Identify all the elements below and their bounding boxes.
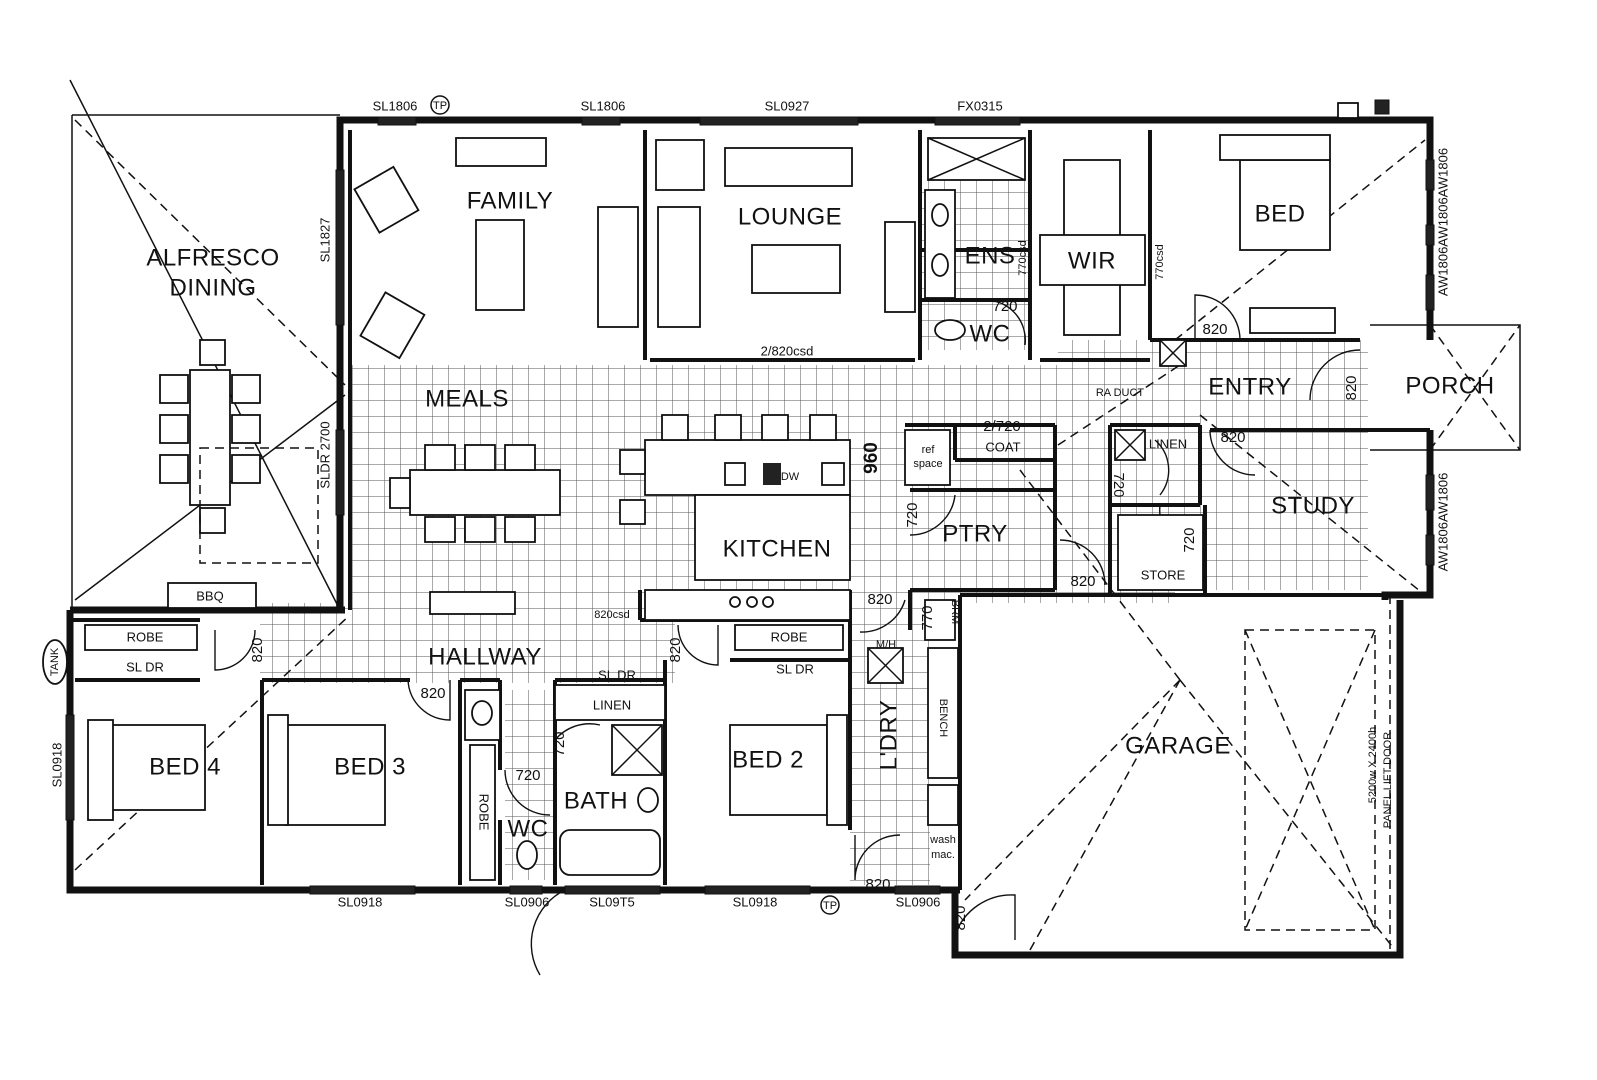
label-robe-bed3: ROBE: [477, 794, 492, 831]
dimension-label: 960: [861, 442, 882, 474]
window-code: FX0315: [957, 98, 1003, 113]
label-porch: PORCH: [1405, 372, 1494, 399]
label-ref-2: space: [913, 458, 942, 470]
dimension-label: 820: [249, 637, 266, 662]
label-ptry: PTRY: [942, 520, 1008, 547]
label-linen-hall: LINEN: [593, 697, 631, 712]
window-code: AW1806AW1806AW1806: [1435, 148, 1450, 296]
label-robe-bed2: ROBE: [771, 629, 808, 644]
dimension-label: 2/820csd: [761, 343, 814, 358]
label-store: STORE: [1141, 567, 1186, 582]
dimension-label: 820: [865, 876, 890, 893]
dimension-label: RA DUCT: [1096, 387, 1145, 399]
window-code: SL0918: [49, 743, 64, 788]
window-code: SL0918: [338, 894, 383, 909]
label-garage: GARAGE: [1125, 732, 1231, 759]
dimension-label: 820: [667, 637, 684, 662]
window-code: SL1806: [373, 98, 418, 113]
label-mh: M/H: [876, 639, 896, 651]
label-bed4: BED 4: [149, 753, 221, 780]
dimension-label: 5200w X 2400h: [1367, 727, 1379, 803]
label-entry: ENTRY: [1208, 373, 1291, 400]
window-code: AW1806AW1806: [1435, 473, 1450, 572]
window-code: SL1806: [581, 98, 626, 113]
dimension-label: 720: [551, 731, 568, 756]
dimension-label: 720: [515, 767, 540, 784]
label-wir: WIR: [1068, 247, 1116, 274]
label-coat: COAT: [985, 439, 1020, 454]
furniture: [42, 134, 1376, 931]
label-bed3: BED 3: [334, 753, 406, 780]
dimension-label: 770csd: [1017, 240, 1029, 275]
tp-marker: TP: [823, 900, 837, 912]
window-code: SL0918: [733, 894, 778, 909]
label-kitchen: KITCHEN: [723, 535, 832, 562]
dimension-label: 720: [1110, 472, 1127, 497]
label-linen-entry: LINEN: [1149, 436, 1187, 451]
label-ref-1: ref: [922, 444, 936, 456]
label-study: STUDY: [1271, 492, 1355, 519]
dimension-label: 720: [992, 298, 1017, 315]
room-labels: ALFRESCO DINING FAMILY LOUNGE ENS WC WIR…: [49, 187, 1494, 861]
dimension-label: 770: [919, 605, 936, 630]
dimension-label: PANEL LIFT DOOR: [1382, 732, 1394, 828]
label-family: FAMILY: [467, 187, 554, 214]
label-brm: BRM: [949, 600, 961, 624]
dimension-label: DW: [781, 471, 800, 483]
dimension-label: 770csd: [1154, 244, 1166, 279]
window-code: SL09T5: [589, 894, 635, 909]
dimension-label: 820: [1202, 321, 1227, 338]
label-wash-1: wash: [929, 834, 956, 846]
interior-walls: [70, 130, 1430, 890]
label-hallway: HALLWAY: [428, 643, 542, 670]
window-code: SL0906: [505, 894, 550, 909]
dimension-label: 820: [420, 685, 445, 702]
label-ens: ENS: [965, 242, 1016, 269]
window-code: SL0906: [896, 894, 941, 909]
dimension-notes: 2/820csd 770csd 770csd 720 820 820 RA DU…: [126, 240, 1394, 930]
dimension-label: 720: [904, 502, 921, 527]
dimension-label: 820: [1220, 429, 1245, 446]
dimension-label: 820: [1070, 573, 1095, 590]
label-bbq: BBQ: [196, 588, 223, 603]
window-code: SL1827: [317, 218, 332, 263]
label-bed: BED: [1255, 200, 1306, 227]
dimension-label: 820: [1343, 375, 1360, 400]
window-code: SL0927: [765, 98, 810, 113]
label-bench: BENCH: [937, 699, 949, 738]
label-bed2: BED 2: [732, 746, 804, 773]
label-lounge: LOUNGE: [738, 203, 842, 230]
dimension-label: 820: [867, 591, 892, 608]
dimension-label: 2/720: [983, 418, 1021, 435]
dimension-label: 720: [1181, 527, 1198, 552]
label-alfresco: ALFRESCO: [146, 244, 279, 271]
window-codes: SL1806 TP SL1806 SL0927 FX0315 SL1827 SL…: [49, 95, 1450, 915]
label-wc-ens: WC: [970, 320, 1011, 347]
dimension-label: 820csd: [594, 609, 629, 621]
label-meals: MEALS: [425, 385, 509, 412]
label-bath: BATH: [564, 787, 628, 814]
window-code: SLDR 2700: [317, 421, 332, 488]
label-ldry: L'DRY: [875, 700, 902, 771]
label-dining: DINING: [170, 274, 257, 301]
window-openings: [65, 99, 1435, 895]
tp-marker: TP: [433, 100, 447, 112]
dimension-label: SL DR: [776, 661, 814, 676]
dimension-label: SL DR: [598, 667, 636, 682]
label-wash-2: mac.: [931, 849, 955, 861]
door-swings: [214, 294, 1361, 976]
label-wc-hall: WC: [508, 815, 549, 842]
dimension-label: 820: [952, 905, 969, 930]
dimension-label: SL DR: [126, 659, 164, 674]
label-robe-bed4: ROBE: [127, 629, 164, 644]
label-tank: TANK: [49, 647, 61, 676]
